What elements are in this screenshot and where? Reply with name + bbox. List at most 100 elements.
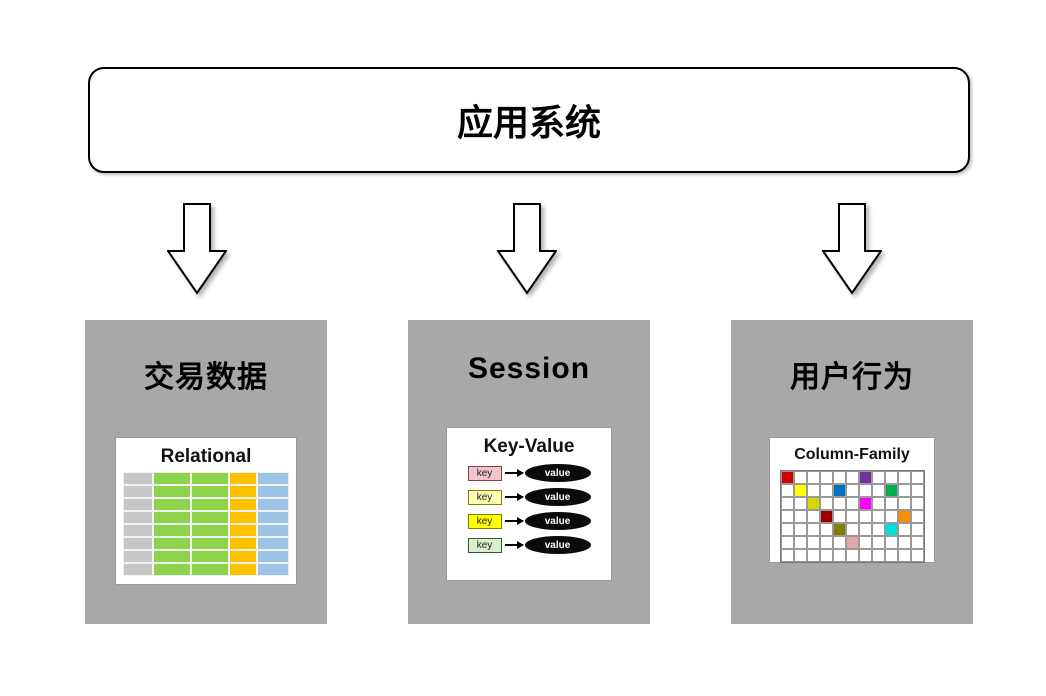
relational-cell bbox=[229, 485, 257, 498]
relational-cell bbox=[257, 524, 289, 537]
relational-cell bbox=[191, 472, 229, 485]
columnfamily-cell bbox=[871, 549, 885, 562]
panel-title-transaction-data: 交易数据 bbox=[144, 361, 268, 394]
columnfamily-cell bbox=[832, 484, 846, 497]
columnfamily-cell bbox=[910, 549, 924, 562]
columnfamily-cell bbox=[806, 497, 820, 510]
relational-cell bbox=[191, 537, 229, 550]
columnfamily-cell bbox=[897, 549, 911, 562]
relational-cell bbox=[123, 472, 153, 485]
columnfamily-cell bbox=[832, 523, 846, 536]
columnfamily-cell bbox=[910, 497, 924, 510]
columnfamily-cell bbox=[871, 497, 885, 510]
columnfamily-cell bbox=[806, 549, 820, 562]
arrow-head-icon bbox=[516, 517, 524, 525]
relational-cell bbox=[257, 563, 289, 576]
columnfamily-cell bbox=[858, 536, 872, 549]
value-ellipse: value bbox=[524, 536, 591, 554]
columnfamily-cell bbox=[819, 484, 833, 497]
columnfamily-cell bbox=[832, 497, 846, 510]
relational-cell bbox=[153, 524, 191, 537]
relational-cell bbox=[257, 511, 289, 524]
columnfamily-cell bbox=[832, 471, 846, 484]
columnfamily-cell bbox=[884, 484, 898, 497]
value-ellipse: value bbox=[524, 464, 591, 482]
key-box: key bbox=[467, 513, 502, 529]
columnfamily-cell bbox=[819, 497, 833, 510]
columnfamily-cell bbox=[845, 484, 859, 497]
columnfamily-cell bbox=[793, 484, 807, 497]
columnfamily-cell bbox=[793, 536, 807, 549]
columnfamily-cell bbox=[780, 484, 794, 497]
arrow-line bbox=[504, 472, 517, 474]
relational-image: Relational bbox=[116, 438, 296, 584]
relational-cell bbox=[191, 550, 229, 563]
columnfamily-cell bbox=[858, 471, 872, 484]
relational-cell bbox=[229, 498, 257, 511]
columnfamily-cell bbox=[780, 471, 794, 484]
columnfamily-cell bbox=[780, 497, 794, 510]
columnfamily-cell bbox=[806, 536, 820, 549]
columnfamily-cell bbox=[897, 536, 911, 549]
down-arrow-left bbox=[167, 203, 227, 295]
columnfamily-cell bbox=[845, 510, 859, 523]
columnfamily-cell bbox=[858, 523, 872, 536]
down-arrow-right bbox=[822, 203, 882, 295]
columnfamily-cell bbox=[871, 471, 885, 484]
columnfamily-cell bbox=[871, 484, 885, 497]
columnfamily-cell bbox=[884, 510, 898, 523]
columnfamily-cell bbox=[884, 523, 898, 536]
columnfamily-cell bbox=[819, 523, 833, 536]
columnfamily-grid bbox=[779, 470, 925, 563]
columnfamily-cell bbox=[819, 471, 833, 484]
key-box: key bbox=[467, 489, 502, 505]
columnfamily-cell bbox=[910, 523, 924, 536]
relational-cell bbox=[229, 511, 257, 524]
columnfamily-cell bbox=[832, 536, 846, 549]
relational-cell bbox=[123, 485, 153, 498]
columnfamily-cell bbox=[845, 497, 859, 510]
relational-cell bbox=[123, 524, 153, 537]
key-box: key bbox=[467, 537, 502, 553]
arrow-head-icon bbox=[516, 493, 524, 501]
columnfamily-cell bbox=[910, 510, 924, 523]
columnfamily-cell bbox=[793, 497, 807, 510]
relational-cell bbox=[191, 563, 229, 576]
columnfamily-cell bbox=[884, 549, 898, 562]
columnfamily-image: Column-Family bbox=[770, 438, 934, 563]
keyvalue-title: Key-Value bbox=[483, 436, 575, 457]
columnfamily-cell bbox=[858, 484, 872, 497]
relational-cell bbox=[123, 511, 153, 524]
relational-cell bbox=[153, 550, 191, 563]
panel-transaction-data: 交易数据 Relational bbox=[85, 320, 327, 624]
relational-cell bbox=[229, 524, 257, 537]
columnfamily-cell bbox=[910, 536, 924, 549]
relational-cell bbox=[257, 498, 289, 511]
app-system-box: 应用系统 bbox=[88, 67, 970, 173]
columnfamily-cell bbox=[884, 497, 898, 510]
relational-grid bbox=[123, 472, 289, 576]
relational-cell bbox=[123, 550, 153, 563]
columnfamily-cell bbox=[819, 510, 833, 523]
keyvalue-row: key value bbox=[467, 536, 591, 554]
columnfamily-cell bbox=[806, 471, 820, 484]
columnfamily-cell bbox=[858, 510, 872, 523]
relational-cell bbox=[153, 472, 191, 485]
columnfamily-cell bbox=[897, 510, 911, 523]
columnfamily-cell bbox=[897, 523, 911, 536]
columnfamily-cell bbox=[793, 471, 807, 484]
arrow-line bbox=[504, 544, 517, 546]
relational-cell bbox=[229, 537, 257, 550]
columnfamily-cell bbox=[793, 510, 807, 523]
columnfamily-cell bbox=[806, 510, 820, 523]
columnfamily-cell bbox=[819, 536, 833, 549]
columnfamily-cell bbox=[858, 497, 872, 510]
columnfamily-cell bbox=[832, 549, 846, 562]
columnfamily-cell bbox=[910, 471, 924, 484]
